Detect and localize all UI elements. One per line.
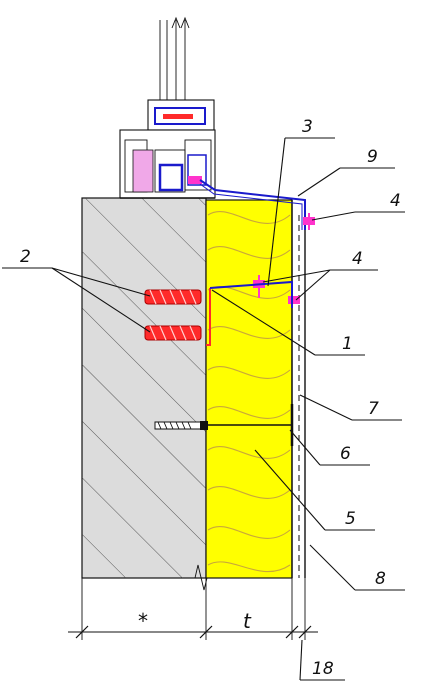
- callout-8: 8: [375, 569, 386, 589]
- callout-7: 7: [368, 399, 379, 419]
- insulation-dowel: [154, 404, 294, 446]
- wall-bracket: [206, 280, 293, 346]
- anchor-lower: [144, 325, 202, 341]
- dimension-insulation-label: t: [243, 609, 252, 633]
- callout-9: 9: [367, 147, 378, 167]
- insulation-layer: [205, 199, 293, 579]
- callout-18: 18: [312, 659, 334, 679]
- dimension-lines: [68, 578, 318, 640]
- sill-bracket: [199, 179, 306, 230]
- callout-1: 1: [342, 334, 353, 354]
- leader-lines: [2, 137, 405, 681]
- anchor-upper: [144, 289, 202, 305]
- callout-6: 6: [340, 444, 351, 464]
- callout-2: 2: [20, 247, 31, 267]
- finishing-layers: [291, 200, 306, 578]
- callout-3: 3: [302, 117, 313, 137]
- callout-4-top: 4: [390, 191, 401, 211]
- concrete-wall: [81, 197, 208, 591]
- fastener-top: [303, 213, 315, 230]
- callout-5: 5: [345, 509, 356, 529]
- callout-4-bracket: 4: [352, 249, 363, 269]
- window-frame: [119, 16, 216, 199]
- dimension-wall-label: *: [138, 609, 148, 633]
